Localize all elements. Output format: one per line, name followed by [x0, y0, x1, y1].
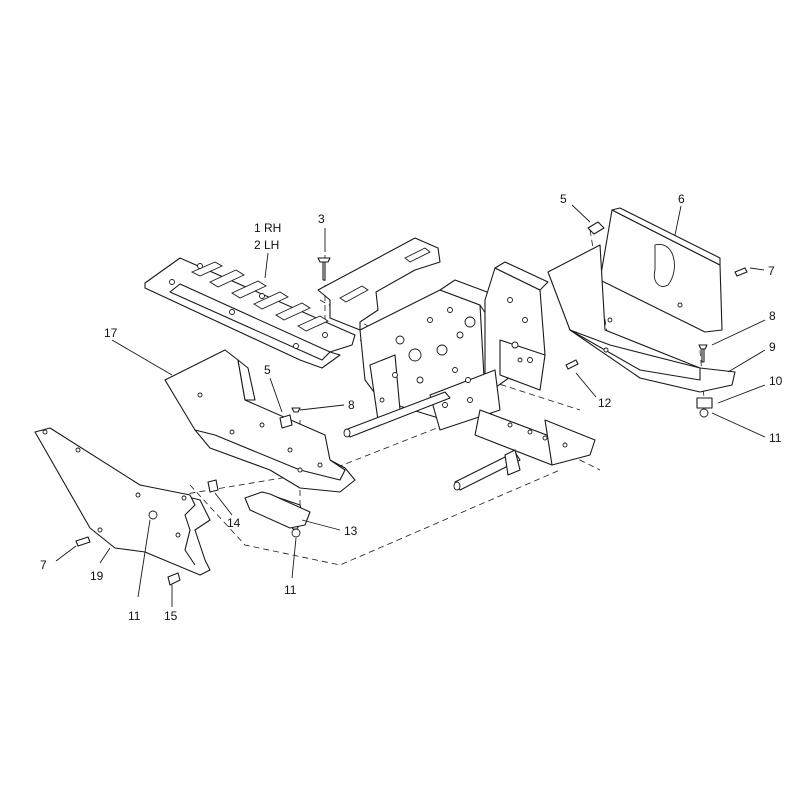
bracket	[244, 491, 311, 529]
callout-19: 19	[90, 569, 104, 583]
callout-labels: 1 RH 2 LH 3 5 6 7 8 9 10 11 12 17 5 8 14…	[40, 192, 783, 623]
side-panel	[34, 427, 211, 576]
fasteners-right	[565, 221, 748, 418]
callout-2-lh: 2 LH	[254, 238, 279, 252]
footrest-ribs	[190, 261, 329, 332]
callout-17: 17	[104, 326, 118, 340]
rear-shroud	[547, 207, 736, 393]
callout-9: 9	[769, 340, 776, 354]
callout-7-right: 7	[768, 264, 775, 278]
callout-15: 15	[164, 609, 178, 623]
callout-11-left: 11	[128, 609, 141, 623]
left-deck-panel	[164, 349, 356, 493]
callout-8-right: 8	[769, 309, 776, 323]
callout-1-rh: 1 RH	[254, 221, 281, 235]
callout-3: 3	[318, 212, 325, 226]
callout-10: 10	[769, 374, 783, 388]
callout-6: 6	[678, 192, 685, 206]
leader-lines	[55, 204, 766, 607]
callout-7-left: 7	[40, 558, 47, 572]
carriage-bolt	[317, 257, 331, 281]
callout-5-top: 5	[560, 192, 567, 206]
callout-13: 13	[344, 524, 358, 538]
main-frame	[317, 237, 596, 491]
callout-12: 12	[598, 396, 612, 410]
callout-11-right: 11	[769, 431, 782, 445]
callout-5-left: 5	[264, 363, 271, 377]
callout-14: 14	[227, 516, 241, 530]
callout-11-bottom: 11	[284, 583, 297, 597]
callout-8-left: 8	[348, 398, 355, 412]
footrest-holes	[169, 263, 328, 349]
footrest-plate	[144, 257, 356, 369]
frame-holes	[379, 297, 568, 448]
